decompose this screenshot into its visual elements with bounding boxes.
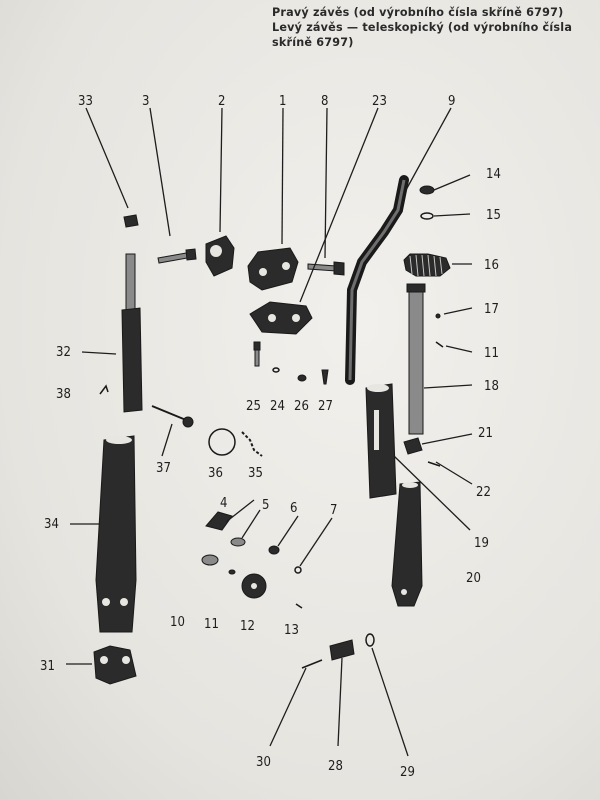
label-21: 21 <box>478 426 493 441</box>
label-28: 28 <box>328 759 343 774</box>
part-29 <box>365 633 375 647</box>
part-7 <box>294 566 302 574</box>
part-27 <box>321 369 329 385</box>
label-27: 27 <box>318 399 333 414</box>
label-8: 8 <box>321 94 328 109</box>
label-17: 17 <box>484 302 499 317</box>
label-15: 15 <box>486 208 501 223</box>
part-35 <box>241 431 263 457</box>
part-13 <box>295 603 303 609</box>
part-17 <box>435 313 441 319</box>
part-38 <box>99 384 109 395</box>
part-19 <box>365 383 397 499</box>
label-30: 30 <box>256 755 271 770</box>
part-16 <box>403 253 451 277</box>
label-34: 34 <box>44 517 59 532</box>
part-labels: 33 3 2 1 8 23 9 14 15 16 17 11 18 21 22 … <box>40 94 501 780</box>
part-31 <box>93 645 137 685</box>
label-23: 23 <box>372 94 387 109</box>
label-11-lower: 11 <box>204 617 219 632</box>
part-21 <box>403 437 423 455</box>
label-25: 25 <box>246 399 261 414</box>
leader-lines <box>66 107 473 757</box>
label-14: 14 <box>486 167 501 182</box>
part-34 <box>95 435 137 633</box>
part-10 <box>201 554 219 566</box>
label-3: 3 <box>142 94 149 109</box>
part-36 <box>208 428 236 456</box>
part-12 <box>241 573 267 599</box>
part-3 <box>157 248 197 264</box>
part-23 <box>249 301 313 335</box>
label-4: 4 <box>220 496 227 511</box>
part-6 <box>268 545 280 555</box>
label-12: 12 <box>240 619 255 634</box>
part-14 <box>419 185 435 195</box>
part-9 <box>345 175 409 385</box>
label-22: 22 <box>476 485 491 500</box>
label-36: 36 <box>208 466 223 481</box>
part-15 <box>420 212 434 220</box>
caption-line-3: skříně 6797) <box>272 36 354 49</box>
part-2 <box>205 235 235 277</box>
part-37 <box>151 405 194 428</box>
label-11-upper: 11 <box>484 346 499 361</box>
part-33 <box>123 214 139 228</box>
part-30 <box>301 659 323 669</box>
label-10: 10 <box>170 615 185 630</box>
caption: Pravý závěs (od výrobního čísla skříně 6… <box>272 5 598 50</box>
label-16: 16 <box>484 258 499 273</box>
part-25 <box>253 341 261 367</box>
label-7: 7 <box>330 503 337 518</box>
label-20: 20 <box>466 571 481 586</box>
label-32: 32 <box>56 345 71 360</box>
label-29: 29 <box>400 765 415 780</box>
part-4 <box>205 511 233 531</box>
caption-line-2: Levý závěs — teleskopický (od výrobního … <box>272 21 573 34</box>
label-18: 18 <box>484 379 499 394</box>
label-33: 33 <box>78 94 93 109</box>
part-11 <box>228 569 236 575</box>
part-11-clip <box>435 341 444 348</box>
caption-line-1: Pravý závěs (od výrobního čísla skříně 6… <box>272 6 564 19</box>
label-6: 6 <box>290 501 297 516</box>
label-37: 37 <box>156 461 171 476</box>
part-5 <box>230 537 246 547</box>
part-20 <box>391 481 423 607</box>
label-9: 9 <box>448 94 455 109</box>
label-24: 24 <box>270 399 285 414</box>
label-1: 1 <box>279 94 286 109</box>
part-26 <box>297 374 307 382</box>
label-2: 2 <box>218 94 225 109</box>
label-19: 19 <box>474 536 489 551</box>
part-28 <box>329 639 355 661</box>
part-18 <box>406 283 426 435</box>
label-5: 5 <box>262 498 269 513</box>
part-32 <box>121 253 143 413</box>
label-35: 35 <box>248 466 263 481</box>
part-22 <box>427 461 441 467</box>
label-38: 38 <box>56 387 71 402</box>
label-13: 13 <box>284 623 299 638</box>
part-1 <box>247 247 299 291</box>
part-24 <box>272 367 280 373</box>
label-31: 31 <box>40 659 55 674</box>
label-26: 26 <box>294 399 309 414</box>
